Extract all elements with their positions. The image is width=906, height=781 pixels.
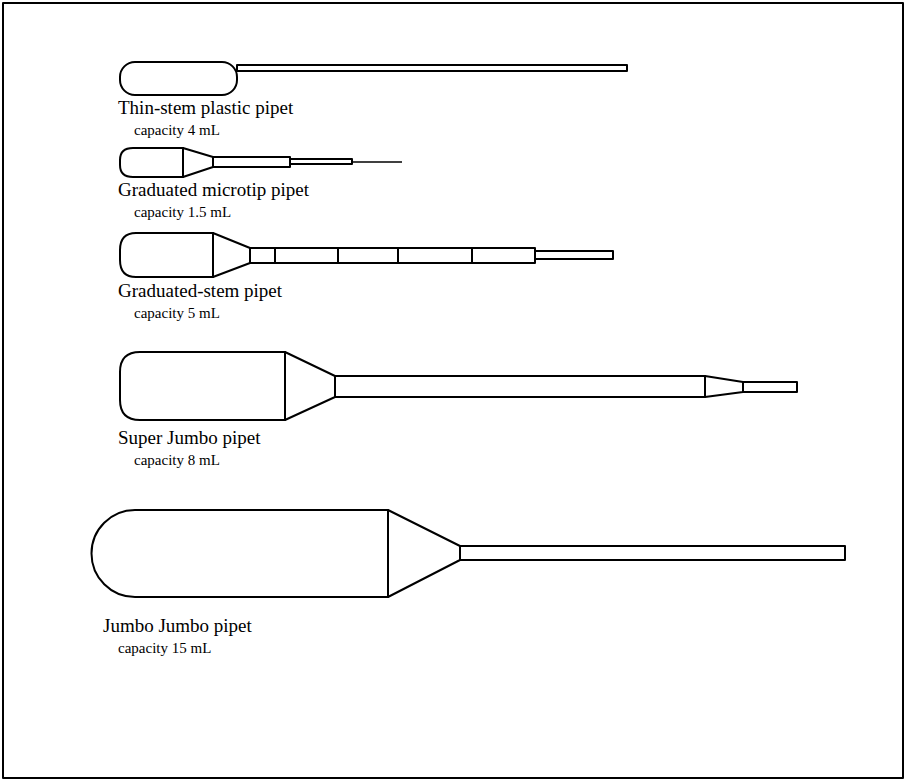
capacity-note: capacity 5 mL xyxy=(134,306,220,321)
frame-border xyxy=(3,3,903,778)
thin-stem-pipet xyxy=(120,62,627,95)
capacity-note: capacity 8 mL xyxy=(134,453,220,468)
pipet-name: Super Jumbo pipet xyxy=(118,428,261,447)
capacity-note: capacity 1.5 mL xyxy=(134,205,231,220)
super-jumbo-pipet xyxy=(120,352,797,420)
pipet-name: Graduated-stem pipet xyxy=(118,281,282,300)
microtip-pipet xyxy=(120,148,402,177)
capacity-note: capacity 15 mL xyxy=(118,641,211,656)
pipet-name: Jumbo Jumbo pipet xyxy=(103,616,252,635)
jumbo-jumbo-pipet xyxy=(91,510,845,597)
pipet-name: Thin-stem plastic pipet xyxy=(118,98,293,117)
graduated-stem-pipet xyxy=(120,233,613,277)
capacity-note: capacity 4 mL xyxy=(134,123,220,138)
pipet-name: Graduated microtip pipet xyxy=(118,180,309,199)
